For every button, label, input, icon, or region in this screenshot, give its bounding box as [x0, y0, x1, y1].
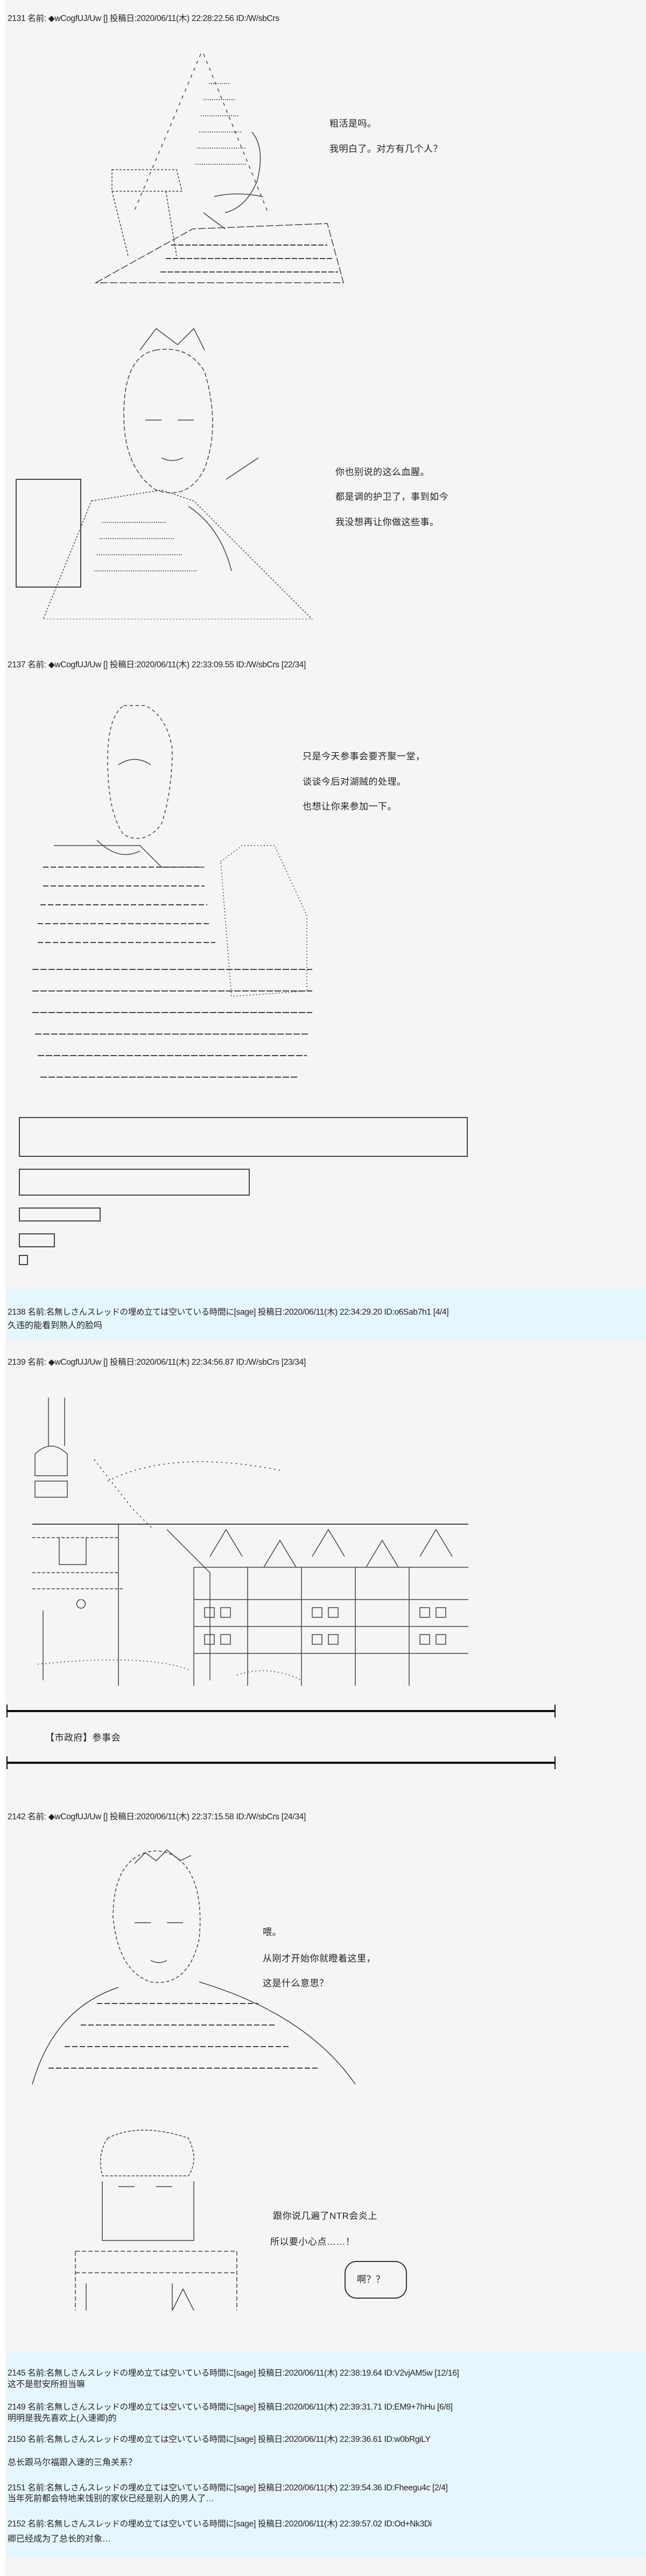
post-header: 2142 名前: ◆wCogfUJ/Uw [] 投稿日:2020/06/11(木… — [8, 1812, 306, 1821]
comment-body: 当年死前都会特地来饯别的家伙已经是别人的男人了… — [8, 2494, 215, 2503]
divider-line — [6, 1705, 556, 1718]
speech-bubble-text: 啊？？ — [357, 2274, 385, 2285]
post-header: 2139 名前: ◆wCogfUJ/Uw [] 投稿日:2020/06/11(木… — [8, 1358, 306, 1367]
comment-body: 总长跟马尔福跟入速的三角关系？ — [8, 2458, 137, 2467]
dialogue-line: 你也别说的这么血腥。 — [335, 467, 430, 477]
comment-body: 这不是慰安所担当嘛 — [8, 2380, 86, 2389]
dialogue-line: 粗活是吗。 — [329, 118, 377, 129]
ascii-art-city-hall-buildings — [32, 1395, 468, 1686]
dialogue-line: 我明白了。对方有几个人？ — [329, 144, 443, 154]
dialogue-line: 只是今天参事会要齐聚一堂， — [303, 751, 425, 762]
dialogue-line: 从刚才开始你就瞪着这里， — [263, 1953, 376, 1964]
ascii-art-man-staring — [16, 1842, 393, 2090]
thread-page — [5, 0, 646, 2576]
scene-caption: 【市政府】参事会 — [45, 1733, 121, 1743]
speech-bubble — [345, 2261, 407, 2299]
post-header: 2131 名前: ◆wCogfUJ/Uw [] 投稿日:2020/06/11(木… — [8, 14, 279, 23]
ascii-art-figure-pyramid — [74, 51, 349, 288]
reader-posts-bg — [5, 2352, 646, 2557]
comment-header: 2150 名前:名無しさんスレッドの埋め立ては空いている時間に[sage] 投稿… — [8, 2435, 431, 2444]
dialogue-line: 都是调的护卫了，事到如今 — [335, 492, 448, 502]
comment-header: 2151 名前:名無しさんスレッドの埋め立ては空いている時間に[sage] 投稿… — [8, 2483, 448, 2493]
dialogue-line: 喂。 — [263, 1927, 282, 1937]
post-header: 2137 名前: ◆wCogfUJ/Uw [] 投稿日:2020/06/11(木… — [8, 660, 306, 669]
reader-post-bg — [5, 1289, 646, 1340]
comment-body: 明明是我先喜欢上(入速卿)的 — [8, 2414, 117, 2423]
fade-box — [19, 1169, 250, 1196]
dialogue-line: 也想让你来参加一下。 — [303, 801, 397, 812]
ascii-art-man-with-sign — [11, 318, 334, 619]
comment-body: 卿已经成为了总长的对象… — [8, 2535, 111, 2544]
post-header: 2138 名前:名無しさんスレッドの埋め立ては空いている時間に[sage] 投稿… — [8, 1308, 449, 1317]
dialogue-line: 所以要小心点……！ — [270, 2237, 355, 2247]
fade-box — [19, 1117, 468, 1157]
comment-header: 2149 名前:名無しさんスレッドの埋め立ては空いている時間に[sage] 投稿… — [8, 2403, 453, 2412]
dialogue-line: 谈谈今后对湖贼的处理。 — [303, 777, 406, 787]
dialogue-line: 跟你说几遍了NTR会炎上 — [273, 2211, 377, 2221]
ascii-art-small-figure — [65, 2122, 258, 2316]
ascii-art-man-at-table — [27, 700, 350, 1099]
divider-line — [6, 1756, 556, 1769]
post-comment: 久违的能看到熟人的脸吗 — [8, 1321, 103, 1330]
fade-box — [19, 1207, 101, 1221]
fade-box — [19, 1233, 55, 1247]
comment-header: 2152 名前:名無しさんスレッドの埋め立ては空いている時間に[sage] 投稿… — [8, 2519, 432, 2529]
fade-box — [19, 1255, 28, 1265]
comment-header: 2145 名前:名無しさんスレッドの埋め立ては空いている時間に[sage] 投稿… — [8, 2369, 459, 2378]
dialogue-line: 这是什么意思？ — [263, 1978, 329, 1988]
dialogue-line: 我没想再让你做这些事。 — [335, 517, 439, 527]
watermark-logo — [8, 2477, 22, 2569]
